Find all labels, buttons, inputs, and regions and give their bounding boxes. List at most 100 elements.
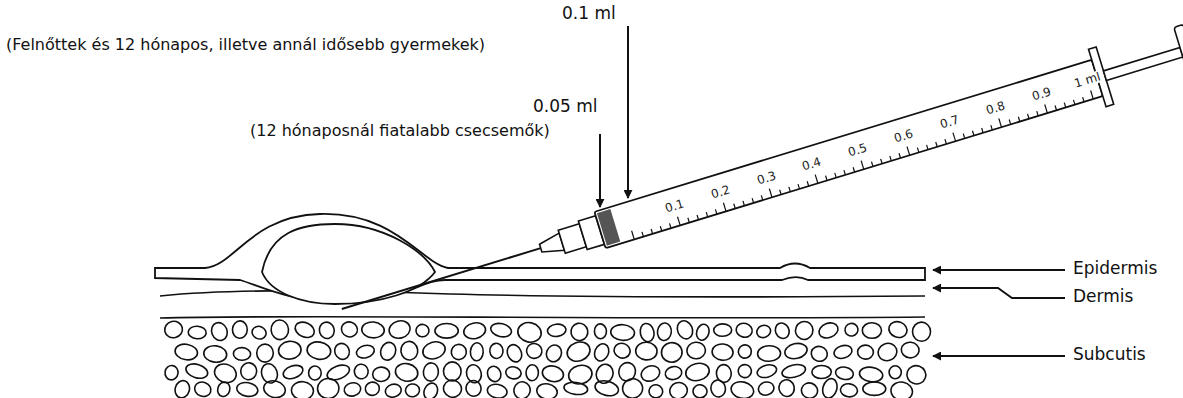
fat-cell	[257, 344, 274, 362]
scale-tick	[871, 162, 872, 167]
fat-cell	[535, 382, 558, 398]
fat-cell	[270, 319, 289, 340]
scale-tick	[715, 209, 716, 214]
fat-cell	[692, 384, 708, 398]
fat-cell	[405, 383, 421, 398]
leader-arrow	[933, 288, 1065, 298]
fat-cell	[737, 363, 753, 378]
scale-tick	[945, 139, 946, 144]
fat-cell	[612, 341, 632, 360]
fat-cell	[564, 339, 592, 365]
fat-cell	[569, 322, 589, 343]
fat-cell	[714, 324, 732, 337]
scale-tick	[1073, 100, 1074, 105]
fat-cell	[353, 363, 369, 380]
fat-cell	[729, 380, 755, 398]
scale-tick	[881, 159, 882, 164]
fat-cell	[525, 342, 543, 360]
fat-cell	[544, 343, 564, 364]
fat-cell	[193, 380, 214, 398]
fat-cell	[912, 322, 931, 342]
scale-tick	[982, 128, 983, 133]
scale-tick	[632, 231, 635, 240]
fat-cell	[444, 362, 462, 381]
fat-cell	[783, 341, 808, 361]
fat-cell	[394, 362, 420, 384]
fat-cell	[526, 365, 539, 381]
leader-arrow	[933, 355, 1065, 357]
scale-tick	[789, 187, 790, 192]
fat-cell	[781, 362, 807, 380]
scale-tick	[826, 176, 827, 181]
fat-cell	[756, 363, 778, 380]
fat-cell	[332, 341, 352, 362]
syringe	[333, 21, 1183, 338]
scale-tick	[688, 218, 689, 223]
fat-cell	[415, 323, 430, 337]
intradermal-bleb	[262, 224, 435, 304]
fat-cell	[236, 381, 259, 398]
scale-tick	[723, 203, 726, 212]
dose-note: (12 hónaposnál fiatalabb csecsemők)	[250, 122, 550, 140]
fat-cell	[887, 319, 910, 340]
fat-cell	[563, 381, 588, 396]
fat-cell	[317, 320, 336, 340]
scale-tick	[1083, 97, 1084, 102]
fat-cell	[250, 324, 268, 341]
scale-tick	[953, 133, 956, 142]
fat-cell	[387, 319, 412, 341]
scale-tick	[1091, 90, 1094, 99]
fat-cell	[505, 365, 522, 380]
fat-cell	[684, 361, 711, 383]
fat-cell	[812, 365, 832, 378]
dermis-border	[160, 317, 925, 318]
fat-cell	[343, 381, 362, 397]
fat-cell	[277, 340, 302, 360]
fat-cell	[421, 381, 440, 398]
dose-arrow	[627, 26, 629, 198]
scale-ticks	[632, 90, 1094, 239]
fat-cell	[755, 323, 772, 339]
fat-cell	[293, 319, 317, 340]
scale-tick	[890, 156, 891, 161]
fat-cell	[840, 383, 858, 398]
fat-cell	[660, 341, 683, 363]
layer-label: Subcutis	[1073, 345, 1146, 365]
fat-cell	[464, 378, 483, 398]
leader-arrow	[933, 269, 1065, 271]
scale-tick	[670, 223, 671, 228]
fat-cell	[512, 380, 532, 398]
fat-cell	[486, 383, 508, 398]
subcutis-cells	[163, 318, 931, 398]
scale-tick	[1045, 104, 1048, 113]
scale-tick	[844, 170, 845, 175]
fat-cell	[164, 365, 179, 381]
scale-tick	[907, 147, 910, 156]
fat-cell	[648, 383, 665, 398]
scale-tick	[697, 215, 698, 220]
scale-tick	[861, 161, 864, 170]
fat-cell	[435, 324, 458, 339]
scale-tick	[743, 201, 744, 206]
scale-tick	[706, 212, 707, 217]
dose-label: 0.05 ml	[533, 97, 598, 117]
fat-cell	[832, 343, 853, 360]
dose-label: 0.1 ml	[562, 4, 616, 24]
scale-tick	[642, 232, 643, 237]
fat-cell	[863, 382, 886, 395]
scale-tick	[678, 217, 681, 226]
scale-tick	[972, 131, 973, 136]
fat-cell	[372, 367, 389, 382]
fat-cell	[610, 324, 635, 341]
fat-cell	[422, 362, 439, 382]
plunger-stopper	[597, 209, 620, 246]
scale-tick	[853, 167, 854, 172]
dose-arrow	[599, 134, 601, 207]
fat-cell	[664, 365, 683, 381]
scale-tick	[734, 204, 735, 209]
fat-cell	[876, 341, 900, 364]
fat-cell	[489, 343, 503, 359]
fat-cell	[862, 322, 882, 338]
fat-cell	[384, 382, 403, 398]
fat-cell	[163, 320, 184, 340]
